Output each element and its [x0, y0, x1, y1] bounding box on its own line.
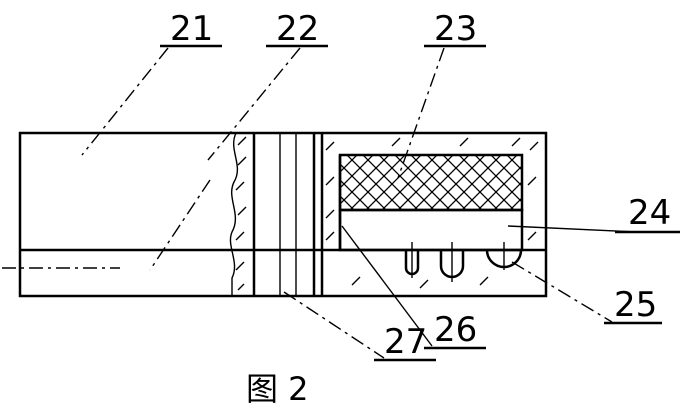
figure-caption: 图 2: [246, 370, 309, 408]
section-hatch-left: [235, 136, 247, 291]
label-22: 22: [276, 9, 319, 49]
label-27: 27: [384, 322, 427, 362]
leader-26: [341, 225, 433, 347]
leader-27: [283, 291, 385, 359]
label-23: 23: [434, 9, 477, 49]
channel: [338, 208, 524, 252]
leader-21: [81, 47, 169, 156]
label-21: 21: [170, 9, 213, 49]
label-25: 25: [614, 285, 657, 325]
break-line: [229, 132, 239, 296]
leader-23: [397, 47, 445, 179]
label-26: 26: [434, 310, 477, 350]
leader-22b: [149, 179, 211, 271]
label-24: 24: [628, 193, 671, 233]
leader-22a: [207, 47, 301, 161]
leader-25: [511, 261, 613, 323]
component-outline: [18, 131, 548, 298]
crosshatched-block: [338, 153, 524, 212]
section-hatch-right: [325, 137, 539, 289]
